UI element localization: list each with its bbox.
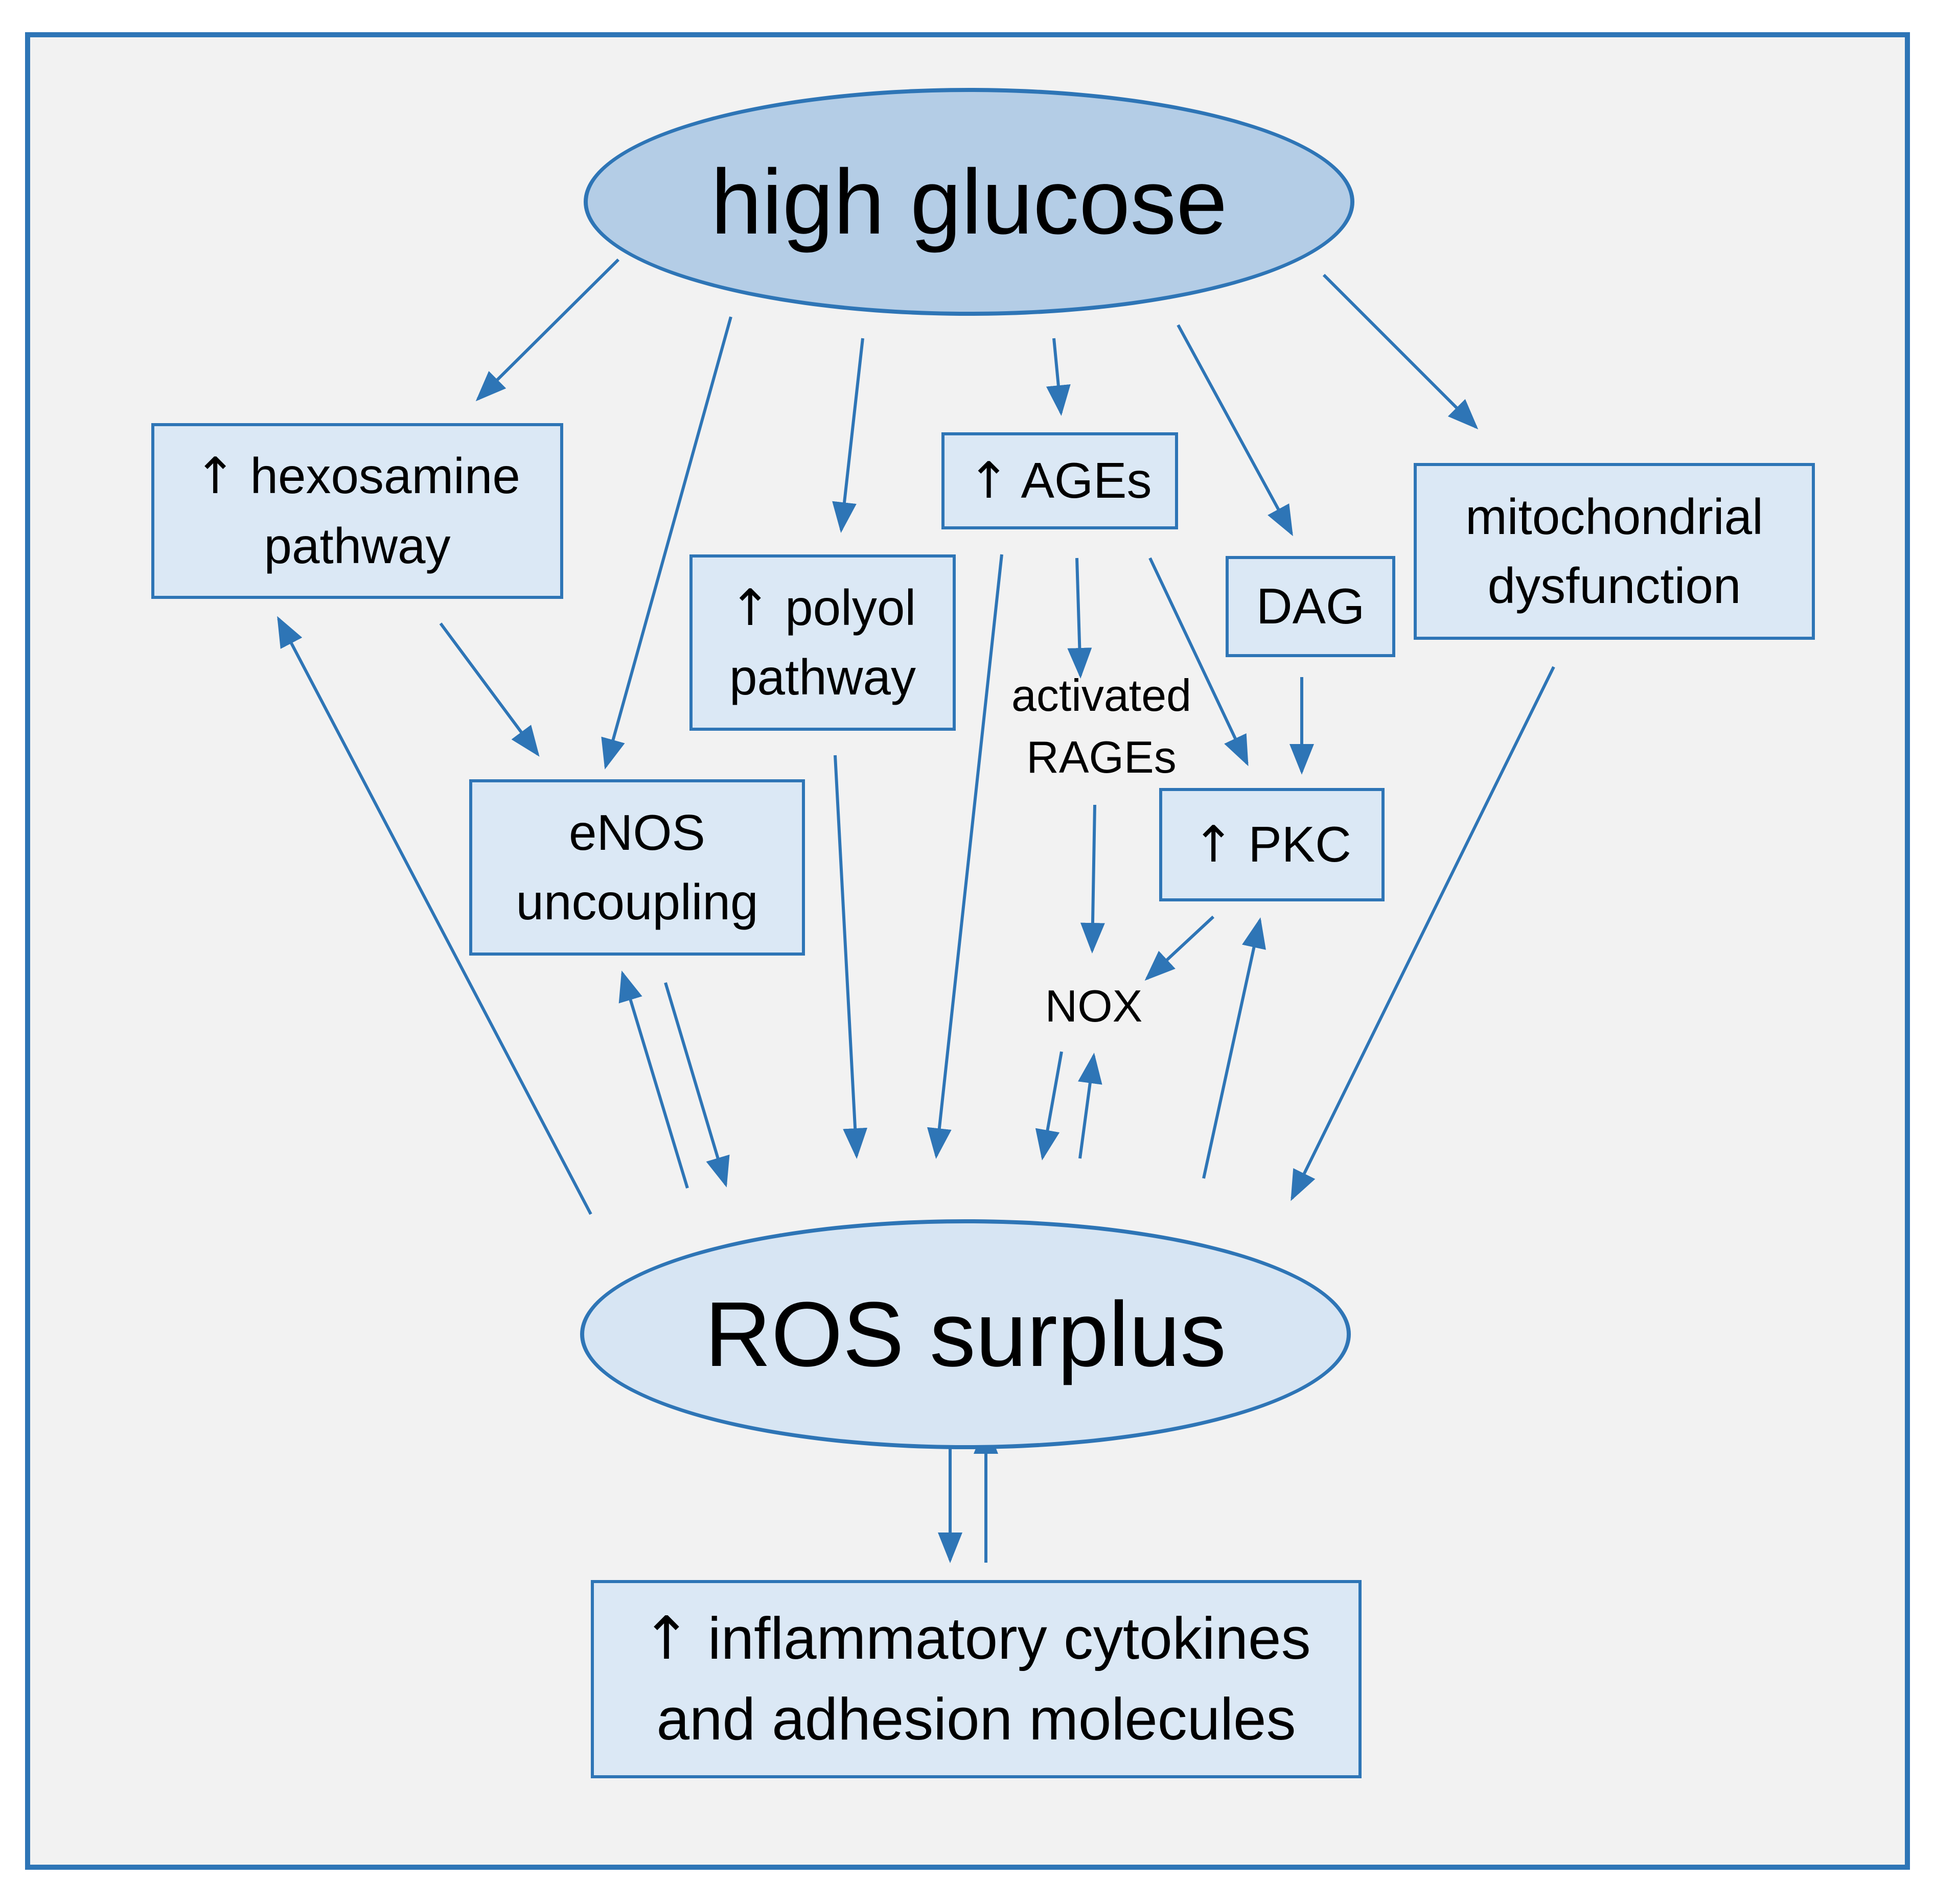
increase-arrow-icon: ↑ xyxy=(1192,815,1235,874)
arrow-glucose-to-dag xyxy=(1177,324,1293,537)
arrow-glucose-to-enos xyxy=(601,316,732,770)
ros-surplus-label: ROS surplus xyxy=(704,1283,1227,1386)
arrow-glucose-to-mitochondrial xyxy=(1322,273,1479,430)
arrow-ros-to-pkc xyxy=(1202,917,1266,1179)
arrow-mitochondrial-to-ros xyxy=(1291,666,1555,1201)
arrow-pkc-to-nox xyxy=(1144,915,1215,981)
arrow-ros-to-hexosamine xyxy=(277,616,592,1215)
arrow-ros-to-enos xyxy=(618,970,689,1189)
hexosamine-label-line2: pathway xyxy=(264,517,451,574)
increase-arrow-icon: ↑ xyxy=(641,1604,692,1674)
enos-uncoupling-node: eNOS uncoupling xyxy=(469,779,805,956)
arrow-polyol-to-ros xyxy=(834,755,868,1159)
polyol-label-line2: pathway xyxy=(729,649,916,705)
pkc-node: ↑ PKC xyxy=(1159,788,1385,901)
arrow-glucose-to-polyol xyxy=(832,338,864,533)
increase-arrow-icon: ↑ xyxy=(729,578,771,637)
activated-rages-label: activated RAGEs xyxy=(986,664,1216,788)
dag-node: DAG xyxy=(1226,556,1395,657)
increase-arrow-icon: ↑ xyxy=(968,451,1010,510)
diagram-frame xyxy=(25,32,1910,1870)
mitochondrial-label-line1: mitochondrial xyxy=(1465,488,1763,545)
cytokines-label-line2: and adhesion molecules xyxy=(656,1686,1296,1752)
arrow-ages-to-ros xyxy=(927,554,1003,1159)
hexosamine-pathway-node: ↑ hexosamine pathway xyxy=(151,423,563,599)
ros-surplus-node: ROS surplus xyxy=(580,1219,1351,1449)
hexosamine-label-line1: hexosamine xyxy=(250,448,520,504)
polyol-pathway-node: ↑ polyol pathway xyxy=(689,554,956,731)
arrow-ages-to-pkc xyxy=(1148,557,1249,767)
pkc-label: PKC xyxy=(1248,816,1351,872)
arrow-nox-to-ros xyxy=(1035,1051,1063,1160)
dag-label: DAG xyxy=(1256,578,1365,635)
cytokines-label-line1: inflammatory cytokines xyxy=(707,1605,1311,1672)
arrow-glucose-to-hexosamine xyxy=(475,258,620,402)
arrow-rages-to-nox xyxy=(1080,804,1105,954)
rages-label-line2: RAGEs xyxy=(1026,732,1177,783)
increase-arrow-icon: ↑ xyxy=(194,447,237,506)
arrow-ros-to-nox xyxy=(1078,1053,1102,1159)
arrow-glucose-to-ages xyxy=(1046,338,1071,416)
mitochondrial-label-line2: dysfunction xyxy=(1487,558,1741,614)
ages-label: AGEs xyxy=(1021,452,1152,508)
mitochondrial-dysfunction-node: mitochondrial dysfunction xyxy=(1414,463,1815,640)
high-glucose-label: high glucose xyxy=(710,150,1228,253)
arrow-hexosamine-to-enos xyxy=(439,622,540,757)
high-glucose-node: high glucose xyxy=(584,88,1354,316)
inflammatory-cytokines-node: ↑ inflammatory cytokines and adhesion mo… xyxy=(591,1580,1362,1778)
ages-node: ↑ AGEs xyxy=(941,432,1178,529)
nox-label: NOX xyxy=(1045,981,1143,1031)
arrow-enos-to-ros xyxy=(664,982,730,1188)
enos-label-line2: uncoupling xyxy=(516,873,758,930)
rages-label-line1: activated xyxy=(1011,670,1192,721)
arrow-ages-to-rages xyxy=(1067,558,1092,679)
polyol-label-line1: polyol xyxy=(785,579,916,636)
enos-label-line1: eNOS xyxy=(569,804,705,861)
